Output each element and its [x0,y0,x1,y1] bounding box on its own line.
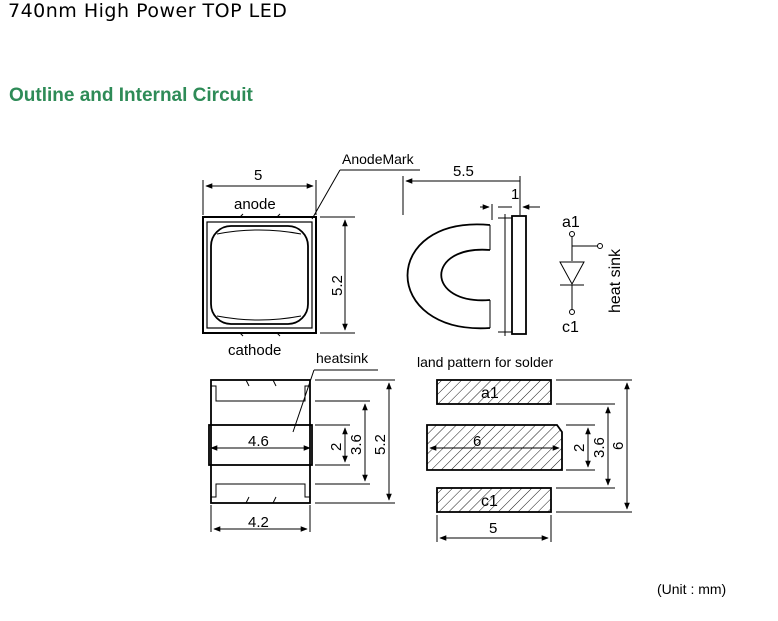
land-pad-width-dim: 5 [489,520,497,537]
internal-circuit [559,231,603,315]
bottom-view [208,369,395,532]
top-view [202,169,420,337]
page-title: 740nm High Power TOP LED [8,0,288,22]
top-height-dim: 5.2 [329,275,346,296]
land-dim-6: 6 [610,442,627,450]
anode-mark-label: AnodeMark [342,151,415,167]
heatsink-label: heatsink [316,350,369,366]
circuit-anode-label: a1 [562,214,580,231]
land-dim-3-6: 3.6 [591,437,608,458]
side-lead-dim: 1 [511,186,519,203]
bottom-dim-3-6: 3.6 [348,434,365,455]
land-center-width-dim: 6 [473,433,481,450]
pad-a1-label: a1 [481,385,499,402]
pad-width-dim: 4.6 [248,433,269,450]
land-dim-2: 2 [571,444,588,452]
side-view [402,176,540,336]
anode-label: anode [234,196,276,213]
land-pattern-title: land pattern for solder [417,354,554,370]
pad-c1-label: c1 [481,493,498,510]
section-heading: Outline and Internal Circuit [9,85,253,106]
cathode-label: cathode [228,342,281,359]
bottom-dim-5-2: 5.2 [372,434,389,455]
lead-width-dim: 4.2 [248,514,269,531]
heat-sink-label: heat sink [607,248,624,313]
land-pattern [426,379,632,542]
bottom-dim-2: 2 [328,443,345,451]
side-depth-dim: 5.5 [453,163,474,180]
unit-note: (Unit : mm) [657,581,727,597]
circuit-cathode-label: c1 [562,319,579,336]
top-width-dim: 5 [254,167,262,184]
